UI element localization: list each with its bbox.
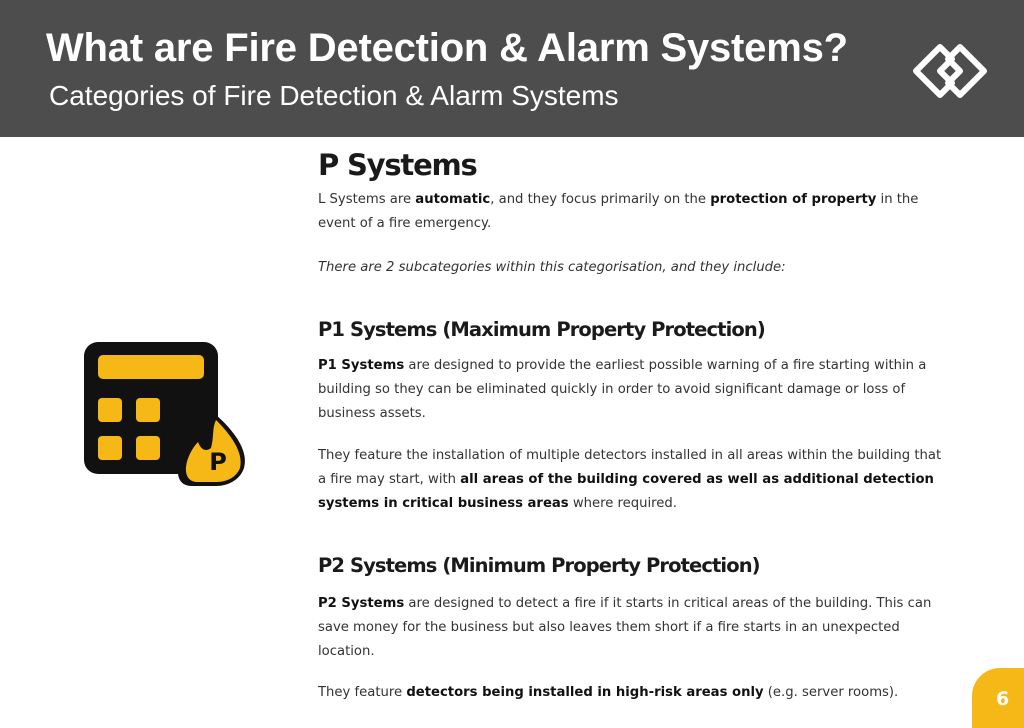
badge-letter: P (209, 448, 227, 476)
section-heading: P Systems (318, 148, 478, 182)
intro-paragraph: L Systems are automatic, and they focus … (318, 192, 919, 231)
page-subtitle: Categories of Fire Detection & Alarm Sys… (49, 80, 619, 111)
p2-features: They feature detectors being installed i… (318, 685, 899, 700)
fire-alarm-panel-icon: P (84, 342, 246, 486)
p1-description: P1 Systems are designed to provide the e… (318, 358, 927, 421)
p1-features: They feature the installation of multipl… (318, 448, 942, 511)
page-number: 6 (996, 688, 1010, 710)
page-number-badge: 6 (972, 668, 1024, 728)
note-paragraph: There are 2 subcategories within this ca… (318, 260, 786, 275)
page-title: What are Fire Detection & Alarm Systems? (46, 26, 848, 70)
diamond-chevrons-logo (913, 44, 987, 98)
content-area: P Systems L Systems are automatic, and t… (318, 148, 948, 700)
p2-description: P2 Systems are designed to detect a fire… (318, 596, 932, 659)
p1-heading: P1 Systems (Maximum Property Protection) (318, 318, 766, 341)
header-bar: What are Fire Detection & Alarm Systems?… (0, 0, 1024, 137)
p2-heading: P2 Systems (Minimum Property Protection) (318, 554, 761, 577)
